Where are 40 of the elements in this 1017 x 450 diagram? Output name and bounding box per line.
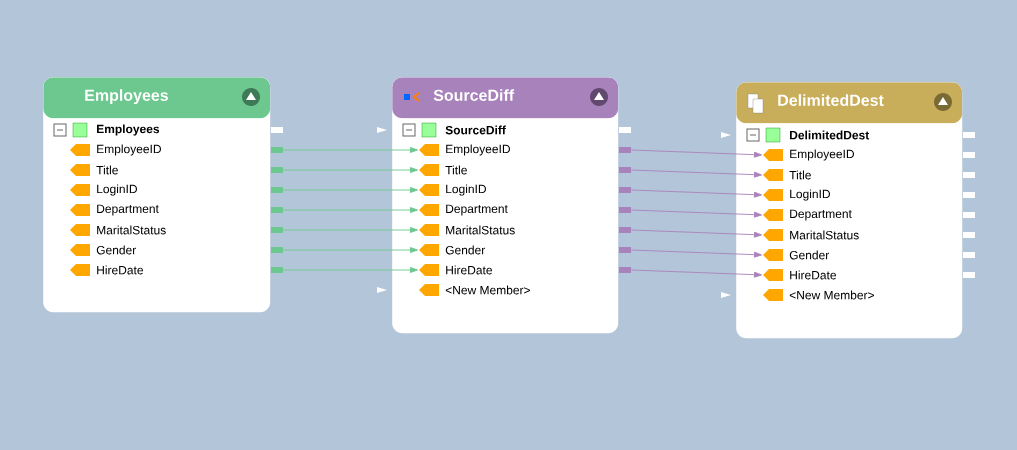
connector-arrow [282,147,419,153]
connector-arrow [282,267,419,273]
connector-arrow [282,187,419,193]
connector-arrow [630,229,763,238]
connector-arrow [630,189,763,198]
field-label: Gender [445,245,485,255]
connector-arrow [282,247,419,253]
field-label: <New Member> [789,290,874,300]
field-label: LoginID [790,189,830,201]
field-label: Gender [789,250,830,260]
connector-arrow [282,167,419,173]
field-label: LoginID [97,184,137,196]
connector-arrow [282,227,419,233]
field-label: <New Member> [445,285,530,295]
field-label: HireDate [790,270,836,280]
connector-arrow [630,249,763,258]
field-label: Gender [96,245,136,255]
field-label: HireDate [446,265,492,275]
field-label: Department [97,204,159,216]
field-label: Department [446,204,508,216]
field-label: Title [96,165,118,175]
field-label: MaritalStatus [790,230,859,240]
field-label: DelimitedDest [790,130,870,140]
connector-arrow [282,207,419,213]
connector-arrow [630,149,763,158]
connector-arrow [630,169,763,178]
field-label: Title [445,165,467,175]
field-label: EmployeeID [446,144,510,156]
field-label: MaritalStatus [97,225,166,235]
field-label: Title [789,170,811,180]
field-label: MaritalStatus [446,225,515,235]
field-label: Department [790,209,852,221]
connector-arrow [630,209,763,218]
field-label: HireDate [97,265,143,275]
connector-arrow [630,269,763,278]
field-label: EmployeeID [790,149,854,161]
field-label: Employees [97,124,160,136]
field-label: EmployeeID [97,144,161,156]
field-label: SourceDiff [445,125,506,135]
field-label: LoginID [446,184,486,196]
